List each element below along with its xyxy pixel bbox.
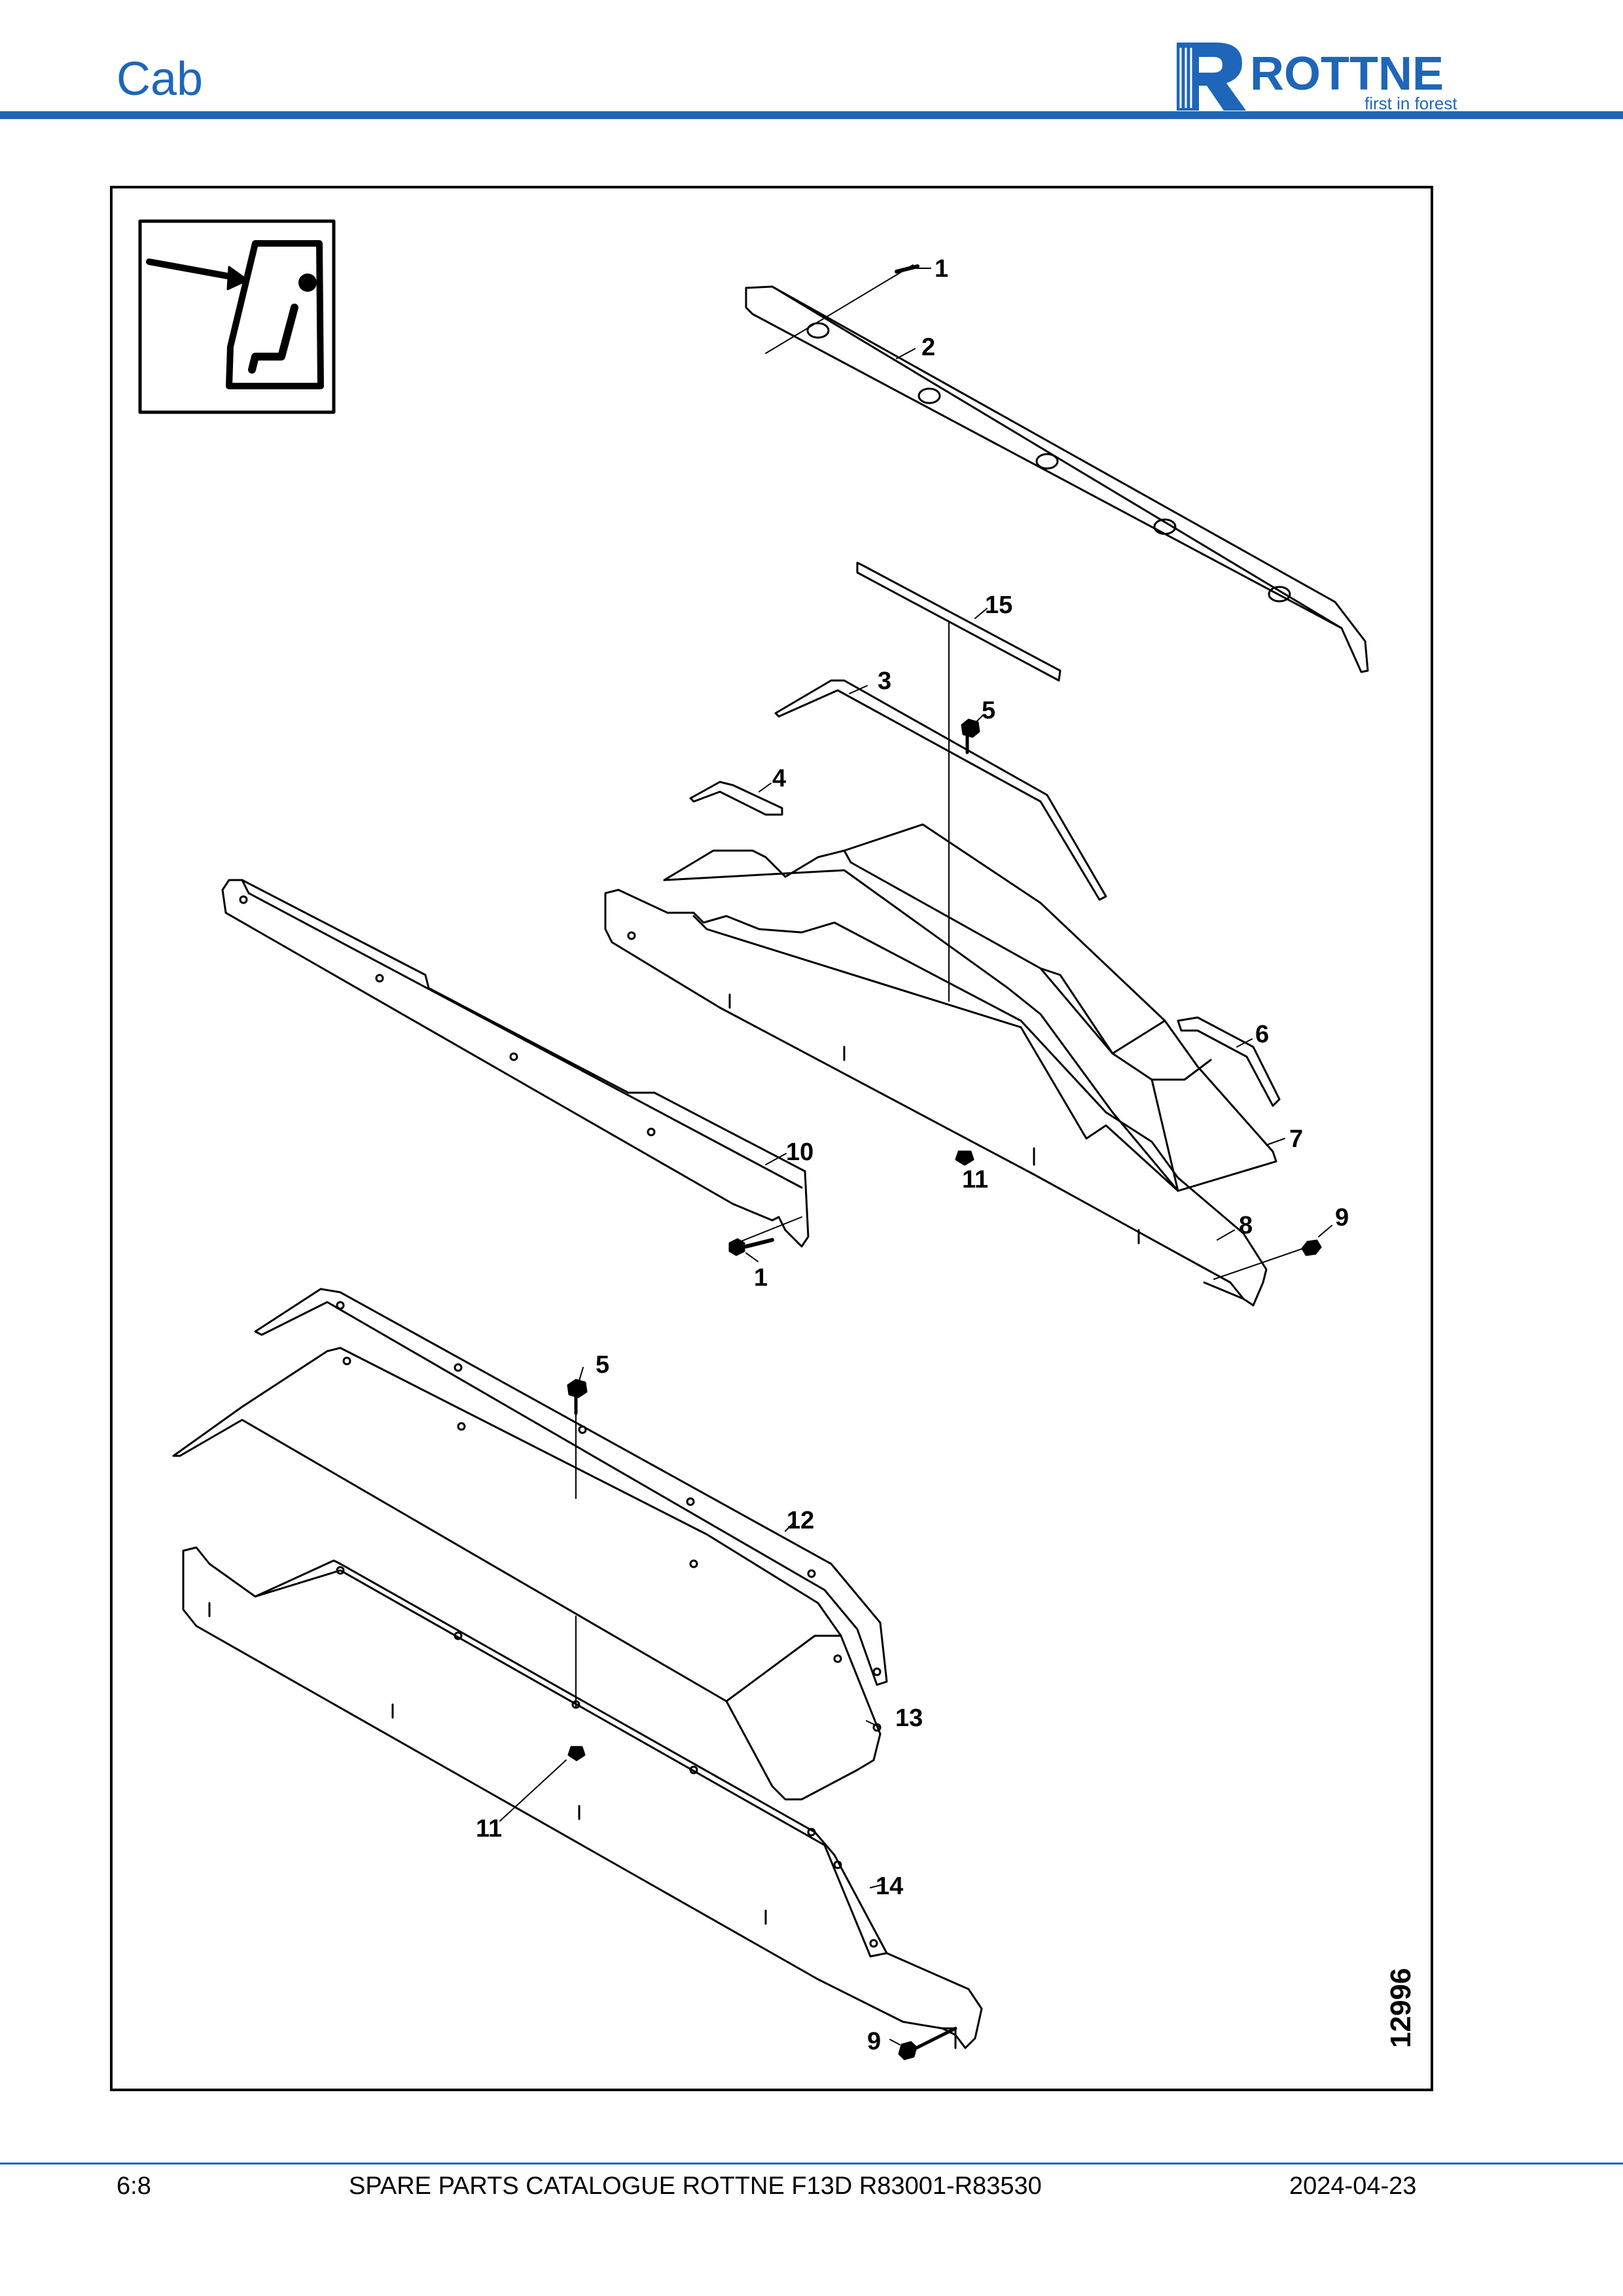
footer-page-number: 6:8: [116, 2172, 151, 2200]
callout-part-2: 2: [921, 334, 935, 361]
figure-number: 12996: [1385, 1968, 1417, 2048]
part-8-tunnel-side-panel: [604, 889, 1268, 1307]
part-13-lower-cover: [172, 1347, 882, 1801]
part-14-lower-side-panel: [182, 1546, 983, 2049]
callout-part-5-upper: 5: [982, 697, 995, 724]
logo-wordmark: ROTTNE: [1250, 48, 1444, 100]
part-9-bolt-lower: [898, 2026, 957, 2060]
callout-part-11-upper: 11: [962, 1166, 988, 1193]
callout-part-14: 14: [876, 1873, 903, 1900]
callout-part-9-upper: 9: [1335, 1204, 1349, 1231]
part-5-bolt-upper: [961, 718, 980, 754]
part-12-lower-bracket: [254, 1288, 888, 1686]
part-4-small-bracket: [689, 781, 783, 816]
part-9-bolt-upper: [1213, 1239, 1322, 1280]
part-1-bolt-lower: [728, 1238, 774, 1256]
callout-part-8: 8: [1239, 1212, 1253, 1239]
rottne-logo-mark: [1177, 43, 1246, 111]
callout-part-9-lower: 9: [867, 2028, 881, 2055]
part-3-upper-bracket: [774, 679, 1107, 901]
footer-date: 2024-04-23: [1289, 2172, 1417, 2200]
callout-part-15: 15: [985, 592, 1012, 619]
callout-part-6: 6: [1255, 1021, 1269, 1048]
callout-part-13: 13: [895, 1704, 923, 1732]
callout-part-5-lower: 5: [596, 1351, 609, 1379]
part-15-seal-strip: [856, 561, 1061, 1002]
callout-part-3: 3: [878, 667, 891, 695]
part-10-left-rail: [221, 879, 810, 1248]
callout-part-7: 7: [1289, 1125, 1303, 1153]
part-7-tunnel-cover: [663, 823, 1277, 1192]
callout-part-11-lower: 11: [476, 1815, 502, 1843]
header-rule: [0, 111, 1623, 119]
callout-leader-lines: [499, 268, 1332, 2045]
callout-part-12: 12: [787, 1507, 814, 1534]
part-6-side-bracket: [1177, 1016, 1281, 1107]
cab-location-pictogram: [138, 219, 336, 414]
part-11-nut-lower: [567, 1746, 586, 1761]
callout-part-4: 4: [772, 765, 786, 792]
page-section-title: Cab: [116, 53, 204, 105]
footer-catalogue-title: SPARE PARTS CATALOGUE ROTTNE F13D R83001…: [349, 2172, 1042, 2200]
part-2-top-rail: [745, 264, 1369, 673]
part-5-bolt-lower: [567, 1379, 588, 1499]
callout-part-1-lower: 1: [754, 1264, 768, 1292]
callout-part-1-upper: 1: [935, 255, 948, 283]
logo-tagline: first in forest: [1364, 94, 1457, 113]
footer-rule: [0, 2163, 1623, 2164]
callout-part-10: 10: [786, 1139, 813, 1166]
diagram-frame: [110, 186, 1433, 2091]
rottne-logo: ROTTNE first in forest: [1177, 43, 1457, 113]
